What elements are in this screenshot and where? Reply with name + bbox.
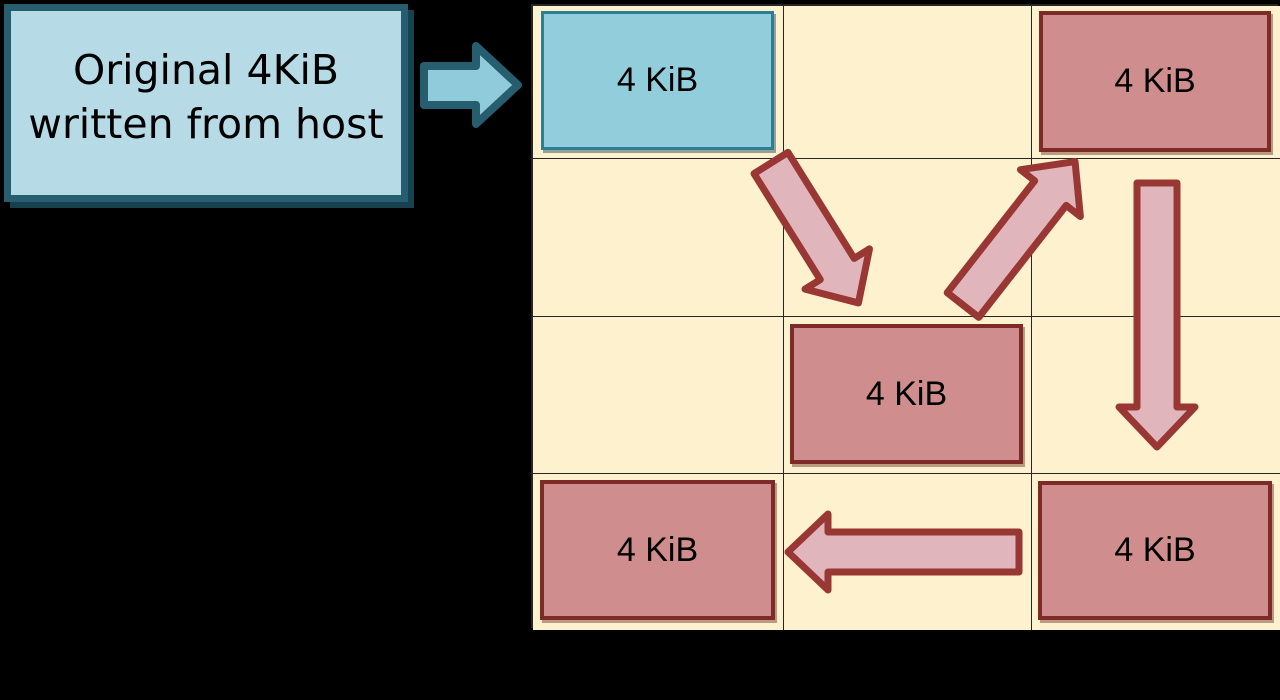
- flash-cell: [784, 6, 1032, 159]
- block-label: 4 KiB: [1114, 531, 1196, 569]
- original-data-block: 4 KiB: [541, 11, 774, 150]
- host-write-arrow-icon: [420, 42, 522, 128]
- block-label: 4 KiB: [1114, 62, 1196, 100]
- flash-cell: [784, 474, 1032, 630]
- flash-cell: [1032, 159, 1280, 317]
- host-caption-line-2: written from host: [28, 100, 384, 148]
- host-caption-line-1: Original 4KiB: [73, 45, 339, 94]
- block-label: 4 KiB: [616, 530, 699, 569]
- flash-cell: [784, 159, 1032, 317]
- block-label: 4 KiB: [616, 61, 699, 99]
- flash-cell: [1032, 317, 1280, 474]
- rewritten-data-block-bottom-left: 4 KiB: [540, 480, 775, 620]
- rewritten-data-block-top-right: 4 KiB: [1039, 11, 1271, 152]
- flash-cell: [533, 159, 784, 317]
- host-caption-box: Original 4KiB written from host: [4, 4, 408, 202]
- flash-cell: [533, 317, 784, 474]
- rewritten-data-block-bottom-right: 4 KiB: [1038, 481, 1272, 620]
- rewritten-data-block-middle: 4 KiB: [790, 324, 1023, 464]
- block-label: 4 KiB: [865, 374, 948, 413]
